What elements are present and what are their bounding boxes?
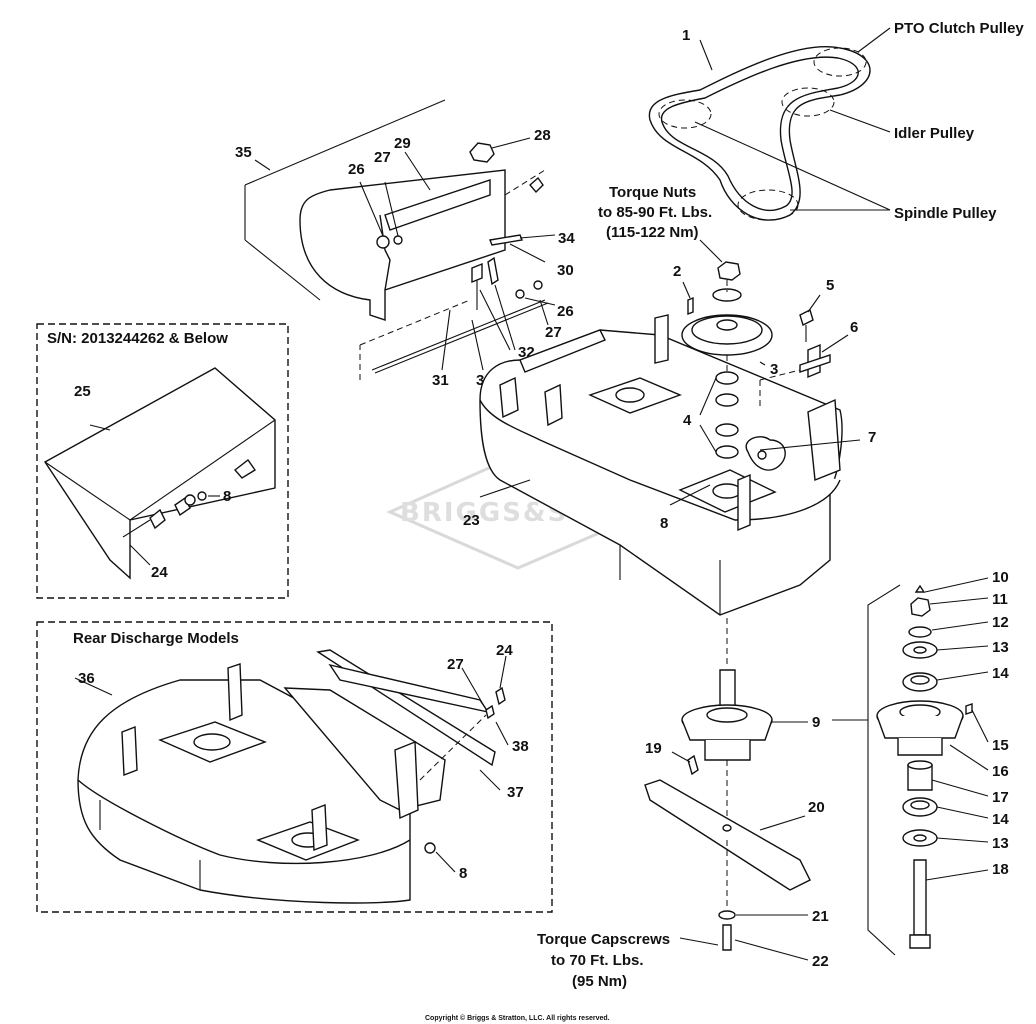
callout-8b: 8 xyxy=(660,515,668,532)
callout-21: 21 xyxy=(812,908,829,925)
callout-34: 34 xyxy=(558,230,575,247)
callout-1: 1 xyxy=(682,27,690,44)
callout-26b: 26 xyxy=(557,303,574,320)
label-torque-nuts-3: (115-122 Nm) xyxy=(606,224,699,241)
callout-25: 25 xyxy=(74,383,91,400)
label-torque-nuts-2: to 85-90 Ft. Lbs. xyxy=(598,204,712,221)
callout-31: 31 xyxy=(432,372,449,389)
label-torque-nuts-1: Torque Nuts xyxy=(609,184,696,201)
callout-18: 18 xyxy=(992,861,1009,878)
label-torque-caps-1: Torque Capscrews xyxy=(537,931,670,948)
callout-17: 17 xyxy=(992,789,1009,806)
rear-discharge-box xyxy=(36,621,553,913)
callout-8a: 8 xyxy=(223,488,231,505)
callout-22: 22 xyxy=(812,953,829,970)
chute-cover-old xyxy=(43,367,276,580)
callout-8c: 8 xyxy=(459,865,467,882)
mower-deck xyxy=(479,309,861,616)
callout-15: 15 xyxy=(992,737,1009,754)
label-torque-caps-3: (95 Nm) xyxy=(572,973,627,990)
callout-14b: 14 xyxy=(992,811,1009,828)
callout-28: 28 xyxy=(534,127,551,144)
callout-37: 37 xyxy=(507,784,524,801)
spindle-exploded xyxy=(832,577,989,956)
callout-27a: 27 xyxy=(374,149,391,166)
serial-number-box xyxy=(36,323,289,599)
callout-19: 19 xyxy=(645,740,662,757)
callout-6: 6 xyxy=(850,319,858,336)
callout-5: 5 xyxy=(826,277,834,294)
callout-38: 38 xyxy=(512,738,529,755)
callout-24a: 24 xyxy=(151,564,168,581)
callout-20: 20 xyxy=(808,799,825,816)
callout-7: 7 xyxy=(868,429,876,446)
callout-24b: 24 xyxy=(496,642,513,659)
label-serial-box: S/N: 2013244262 & Below xyxy=(47,330,228,347)
callout-27b: 27 xyxy=(545,324,562,341)
callout-3: 3 xyxy=(770,361,778,378)
callout-27c: 27 xyxy=(447,656,464,673)
label-idler-pulley: Idler Pulley xyxy=(894,125,975,142)
callout-26a: 26 xyxy=(348,161,365,178)
callout-14a: 14 xyxy=(992,665,1009,682)
copyright: Copyright © Briggs & Stratton, LLC. All … xyxy=(425,1014,610,1022)
callout-30: 30 xyxy=(557,262,574,279)
chute-assembly xyxy=(244,99,556,380)
callout-13a: 13 xyxy=(992,639,1009,656)
callout-10: 10 xyxy=(992,569,1009,586)
label-pto-clutch-pulley: PTO Clutch Pulley xyxy=(894,20,1024,37)
label-torque-caps-2: to 70 Ft. Lbs. xyxy=(551,952,644,969)
callout-13b: 13 xyxy=(992,835,1009,852)
callout-11: 11 xyxy=(992,591,1008,608)
belt-assembly xyxy=(648,27,891,221)
spindle-pulley-stack xyxy=(681,261,773,459)
callout-23: 23 xyxy=(463,512,480,529)
callout-35: 35 xyxy=(235,144,252,161)
callout-29: 29 xyxy=(394,135,411,152)
rear-discharge-deck xyxy=(74,649,509,904)
spindle-blade-assembly xyxy=(644,618,811,961)
label-spindle-pulley: Spindle Pulley xyxy=(894,205,997,222)
callout-12: 12 xyxy=(992,614,1009,631)
callout-9: 9 xyxy=(812,714,820,731)
callout-16: 16 xyxy=(992,763,1009,780)
label-rear-discharge: Rear Discharge Models xyxy=(73,630,239,647)
callout-4: 4 xyxy=(683,412,692,429)
callout-2: 2 xyxy=(673,263,681,280)
callout-36: 36 xyxy=(78,670,95,687)
